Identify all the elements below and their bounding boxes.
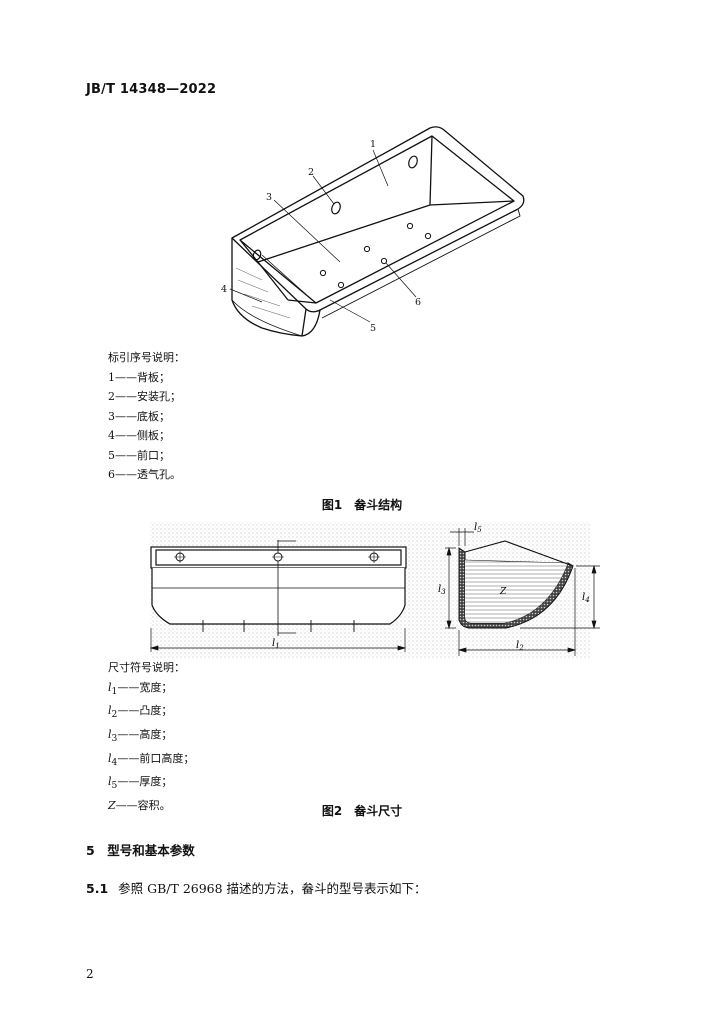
legend-item: 5——前口； bbox=[108, 448, 170, 462]
vent-hole bbox=[319, 269, 327, 277]
mounting-hole bbox=[408, 155, 418, 169]
paragraph-number: 5.1 bbox=[86, 881, 109, 896]
callout-6: 6 bbox=[415, 297, 421, 308]
legend-item: 1——背板； bbox=[108, 370, 170, 384]
legend-item: 2——安装孔； bbox=[108, 390, 181, 403]
callout-5: 5 bbox=[370, 323, 376, 334]
bucket-side-panel bbox=[231, 238, 307, 337]
section-contents bbox=[465, 560, 568, 623]
vent-hole bbox=[424, 232, 432, 240]
vent-hole bbox=[363, 245, 371, 253]
bucket-rim-outer bbox=[231, 126, 525, 313]
legend-title: 尺寸符号说明： bbox=[108, 661, 185, 674]
dim-z: Z bbox=[499, 587, 507, 597]
vent-hole bbox=[406, 222, 414, 230]
legend-item: l5——厚度； bbox=[108, 775, 173, 792]
callout-2: 2 bbox=[308, 167, 314, 178]
vent-hole bbox=[337, 281, 345, 289]
figure1-legend: 标引序号说明： 1——背板； 2——安装孔； 3——底板； 4——侧板； 5——… bbox=[108, 348, 185, 485]
dim-l3: l3 bbox=[438, 584, 446, 596]
figure2-caption: 图2 畚斗尺寸 bbox=[321, 804, 403, 818]
dim-l1: l1 bbox=[272, 638, 280, 650]
figure2-legend: 尺寸符号说明： l1——宽度； l2——凸度； l3——高度； l4——前口高度… bbox=[108, 658, 194, 820]
legend-item: 3——底板； bbox=[108, 409, 170, 423]
callout-4: 4 bbox=[221, 284, 227, 295]
page-number: 2 bbox=[86, 967, 94, 981]
section-5-heading: 5 型号和基本参数 bbox=[86, 843, 195, 858]
figure1-caption: 图1 畚斗结构 bbox=[321, 498, 403, 512]
dim-l4: l4 bbox=[582, 592, 590, 604]
legend-item: 4——侧板； bbox=[108, 429, 170, 442]
legend-item: l1——宽度； bbox=[108, 680, 173, 697]
callout-1: 1 bbox=[370, 139, 376, 150]
mounting-hole bbox=[252, 249, 262, 261]
vent-hole bbox=[380, 257, 388, 265]
bucket-front-curve bbox=[301, 309, 321, 337]
mounting-hole bbox=[331, 201, 341, 215]
legend-item: Z——容积。 bbox=[108, 798, 171, 812]
standard-code-header: JB/T 14348—2022 bbox=[86, 82, 217, 97]
dim-l5: l5 bbox=[474, 522, 482, 534]
dim-l2: l2 bbox=[516, 640, 524, 652]
legend-item: 6——透气孔。 bbox=[108, 468, 181, 481]
legend-item: l4——前口高度； bbox=[108, 751, 195, 768]
paragraph-5-1: 5.1 参照 GB/T 26968 描述的方法，畚斗的型号表示如下： bbox=[86, 878, 427, 897]
legend-title: 标引序号说明： bbox=[108, 351, 185, 364]
callout-3: 3 bbox=[266, 192, 272, 203]
legend-item: l3——高度； bbox=[108, 727, 173, 745]
legend-item: l2——凸度； bbox=[108, 704, 173, 721]
front-view-body bbox=[151, 568, 406, 625]
paragraph-text: 参照 GB/T 26968 描述的方法，畚斗的型号表示如下： bbox=[118, 881, 427, 896]
